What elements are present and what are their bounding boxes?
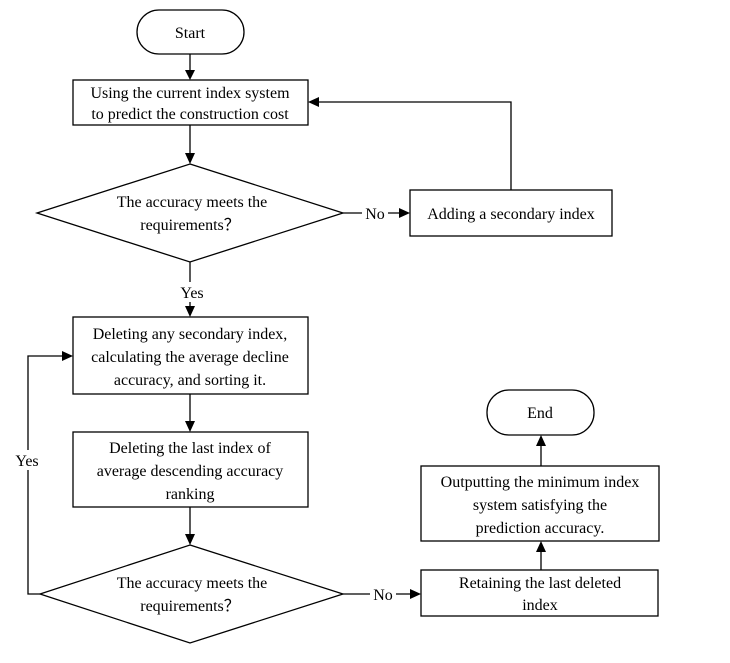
delete-last-process-box: Deleting the last index of average desce… xyxy=(72,431,309,508)
retain-index-process-box: Retaining the last deleted index xyxy=(420,569,659,617)
arrowhead xyxy=(308,97,319,107)
arrowhead xyxy=(185,421,195,432)
decision1-label-line-2: requirements？ xyxy=(140,217,240,234)
arrowhead xyxy=(410,589,421,599)
edge-decision2-delete-any xyxy=(27,355,62,595)
predict-label-line-2: to predict the construction cost xyxy=(91,106,289,123)
start-node: Start xyxy=(136,9,245,55)
end-label: End xyxy=(527,405,553,422)
yes1-label-background xyxy=(176,282,208,302)
yes-label-decision2: Yes xyxy=(15,453,38,470)
yes2-label-background xyxy=(10,450,44,470)
output-label-line-1: Outputting the minimum index xyxy=(441,474,640,491)
add-index-process-box: Adding a secondary index xyxy=(409,189,613,237)
decision-accuracy-2: The accuracy meets the requirements？ xyxy=(37,544,346,644)
predict-process-box: Using the current index system to predic… xyxy=(72,79,309,126)
delete-last-label-line-2: average descending accuracy xyxy=(97,463,284,480)
no-label-decision1: No xyxy=(365,206,385,223)
output-label-line-3: prediction accuracy. xyxy=(476,520,605,537)
delete-any-label-line-2: calculating the average decline xyxy=(91,349,289,366)
start-label: Start xyxy=(175,25,206,42)
arrowhead xyxy=(62,351,73,361)
decision1-label-line-1: The accuracy meets the xyxy=(117,194,268,211)
delete-any-label-line-1: Deleting any secondary index, xyxy=(93,326,288,343)
arrowhead xyxy=(536,435,546,446)
end-node: End xyxy=(486,389,595,436)
arrowhead xyxy=(185,306,195,317)
arrowhead xyxy=(185,70,195,80)
arrowhead xyxy=(399,208,410,218)
no-label-decision2: No xyxy=(373,587,393,604)
decision2-label-line-2: requirements？ xyxy=(140,598,240,615)
yes-label-decision1: Yes xyxy=(180,285,203,302)
output-label-line-2: system satisfying the xyxy=(473,497,607,514)
delete-last-label-line-1: Deleting the last index of xyxy=(109,440,271,457)
no2-label-background xyxy=(370,585,396,603)
add-label: Adding a secondary index xyxy=(427,206,595,223)
delete-any-process-box: Deleting any secondary index, calculatin… xyxy=(72,316,309,395)
delete-last-label-line-3: ranking xyxy=(166,486,215,503)
decision2-label-line-1: The accuracy meets the xyxy=(117,575,268,592)
arrowhead xyxy=(185,153,195,164)
connectors xyxy=(27,54,546,599)
predict-label-line-1: Using the current index system xyxy=(90,85,290,102)
no1-label-background xyxy=(362,204,388,222)
output-process-box: Outputting the minimum index system sati… xyxy=(420,465,660,542)
arrowhead xyxy=(536,541,546,552)
arrowhead xyxy=(185,534,195,545)
retain-label-line-2: index xyxy=(522,597,558,614)
decision-accuracy-1: The accuracy meets the requirements？ xyxy=(34,163,346,263)
retain-label-line-1: Retaining the last deleted xyxy=(459,575,621,592)
delete-any-label-line-3: accuracy, and sorting it. xyxy=(114,372,266,389)
edge-add-predict xyxy=(319,101,512,190)
